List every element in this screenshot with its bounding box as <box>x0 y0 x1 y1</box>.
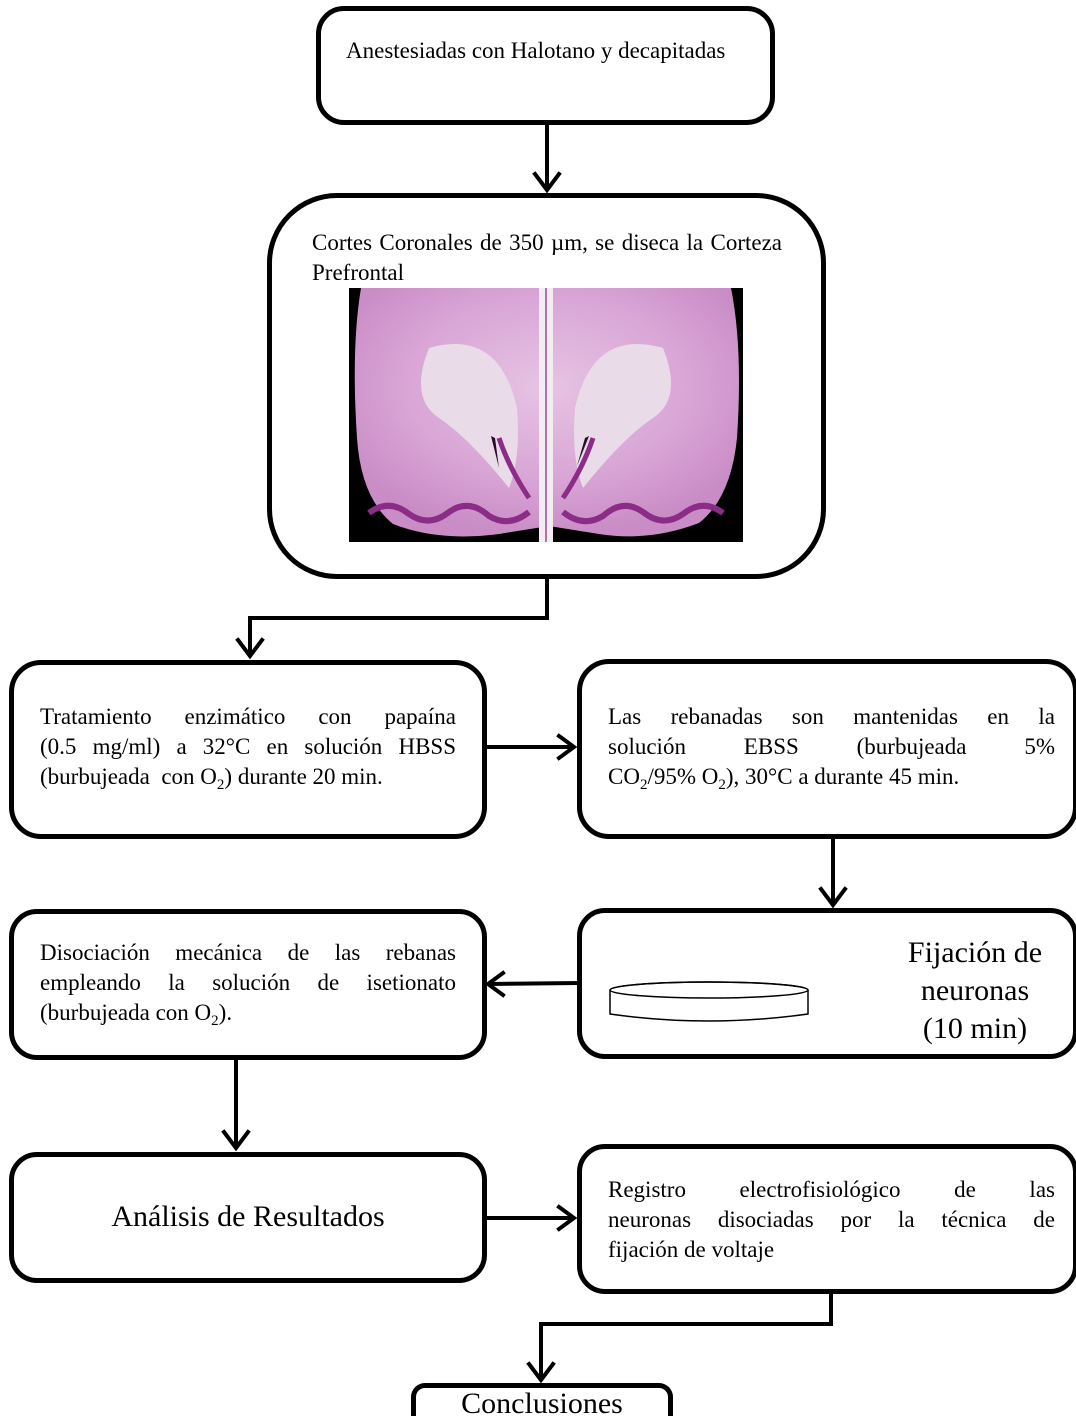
node-rebanadas-text: Las rebanadas son mantenidas en la soluc… <box>608 702 1055 792</box>
rebanadas-line-3: CO2/95% O2), 30°C a durante 45 min. <box>608 762 1055 792</box>
node-analisis-text: Análisis de Resultados <box>9 1198 487 1236</box>
tratamiento-line-1: Tratamiento enzimático con papaína <box>40 702 456 732</box>
brain-slice-image <box>349 288 743 542</box>
fijacion-line-3: (10 min) <box>880 1010 1070 1048</box>
tratamiento-line-2: (0.5 mg/ml) a 32°C en solución HBSS <box>40 732 456 762</box>
node-disociacion-text: Disociación mecánica de las rebanas empl… <box>40 938 456 1028</box>
registro-line-1: Registro electrofisiológico de las <box>608 1175 1055 1205</box>
node-conclusiones-text: Conclusiones <box>411 1392 673 1416</box>
registro-line-2: neuronas disociadas por la técnica de <box>608 1205 1055 1235</box>
disociacion-line-2: empleando la solución de isetionato <box>40 968 456 998</box>
fijacion-line-1: Fijación de <box>880 934 1070 972</box>
node-anestesia-text: Anestesiadas con Halotano y decapitadas <box>346 36 748 66</box>
disociacion-line-3: (burbujeada con O2). <box>40 998 456 1028</box>
node-cortes-text: Cortes Coronales de 350 µm, se diseca la… <box>312 228 782 288</box>
node-registro-text: Registro electrofisiológico de las neuro… <box>608 1175 1055 1265</box>
fijacion-line-2: neuronas <box>880 972 1070 1010</box>
registro-line-3: fijación de voltaje <box>608 1235 1055 1265</box>
connector-cortes-tratamiento <box>250 578 547 654</box>
connector-fijacion-disociacion <box>490 983 579 984</box>
rebanadas-line-1: Las rebanadas son mantenidas en la <box>608 702 1055 732</box>
rebanadas-line-2: solución EBSS (burbujeada 5% <box>608 732 1055 762</box>
brain-slice-drawing <box>349 288 743 542</box>
node-tratamiento-text: Tratamiento enzimático con papaína (0.5 … <box>40 702 456 792</box>
petri-dish-icon <box>606 976 812 1026</box>
connector-registro-conclusiones <box>541 1292 831 1378</box>
node-fijacion-text: Fijación de neuronas (10 min) <box>880 934 1070 1048</box>
tratamiento-line-3: (burbujeada con O2) durante 20 min. <box>40 762 456 792</box>
disociacion-line-1: Disociación mecánica de las rebanas <box>40 938 456 968</box>
